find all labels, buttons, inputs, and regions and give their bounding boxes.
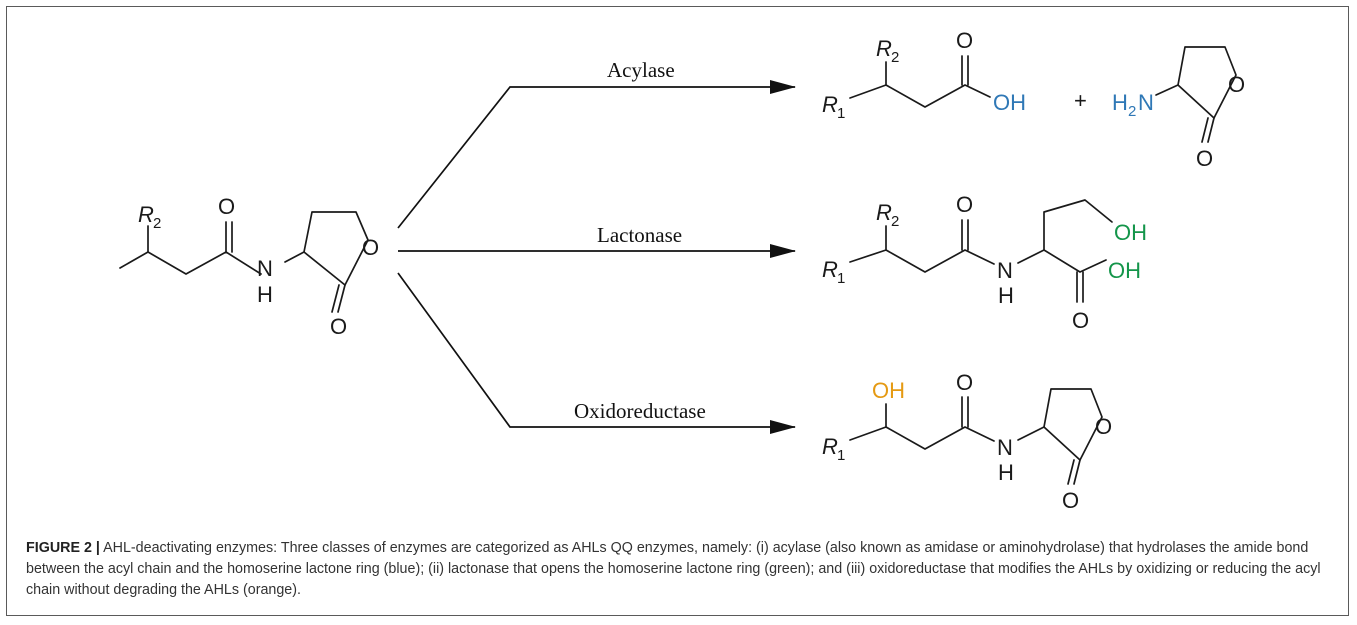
- substrate-ring-o: O: [362, 235, 379, 260]
- lac-amide-n: N: [997, 258, 1013, 283]
- figure-caption: FIGURE 2 | AHL-deactivating enzymes: Thr…: [26, 538, 1331, 601]
- oxi-r1-subscript: 1: [837, 447, 845, 464]
- acid-r2-symbol: R: [876, 36, 892, 61]
- lactonase-product: R 2 R 1 O N H OH OH O: [822, 192, 1147, 333]
- acid-r1-symbol: R: [822, 92, 838, 117]
- substrate-r2-subscript: 2: [153, 215, 161, 232]
- lactonase-label: Lactonase: [597, 223, 682, 247]
- oxidoreductase-label: Oxidoreductase: [574, 399, 706, 423]
- substrate-amide-h: H: [257, 282, 273, 307]
- substrate-r2-symbol: R: [138, 202, 154, 227]
- reaction-arrows: Acylase Lactonase Oxidoreductase: [397, 58, 796, 434]
- substrate-lactone-o: O: [330, 314, 347, 339]
- amine-ring-o: O: [1228, 72, 1245, 97]
- lac-r1-subscript: 1: [837, 270, 845, 287]
- lac-acid-carbonyl-o: O: [1072, 308, 1089, 333]
- plus-sign: +: [1074, 88, 1087, 113]
- oxi-ring-o: O: [1095, 414, 1112, 439]
- acylase-label: Acylase: [607, 58, 675, 82]
- lac-acid-oh: OH: [1108, 258, 1141, 283]
- amine-lactone-o: O: [1196, 146, 1213, 171]
- amine-h: H: [1112, 90, 1128, 115]
- oxi-amide-h: H: [998, 460, 1014, 485]
- substrate-amide-n: N: [257, 256, 273, 281]
- figure-label: FIGURE 2 |: [26, 540, 100, 556]
- oxi-carbonyl-o: O: [956, 370, 973, 395]
- lac-hydroxyl-oh: OH: [1114, 220, 1147, 245]
- oxi-r1-symbol: R: [822, 434, 838, 459]
- oxidoreductase-arrow: [397, 272, 796, 434]
- acylase-arrow: [397, 80, 796, 229]
- acid-r1-subscript: 1: [837, 105, 845, 122]
- lac-r1-symbol: R: [822, 257, 838, 282]
- figure-caption-text: AHL-deactivating enzymes: Three classes …: [26, 540, 1321, 598]
- acylase-products: R 2 R 1 O OH + H 2 N O O: [822, 28, 1245, 171]
- oxi-hydroxyl-oh: OH: [872, 378, 905, 403]
- acid-oh: OH: [993, 90, 1026, 115]
- lac-r2-subscript: 2: [891, 213, 899, 230]
- lac-r2-symbol: R: [876, 200, 892, 225]
- amine-h-subscript: 2: [1128, 103, 1136, 120]
- amine-n: N: [1138, 90, 1154, 115]
- oxi-amide-n: N: [997, 435, 1013, 460]
- figure-frame: [6, 6, 1349, 616]
- acid-r2-subscript: 2: [891, 49, 899, 66]
- oxidoreductase-product: OH R 1 O N H O O: [822, 370, 1112, 513]
- reaction-scheme: R 2 O N H O O Acylase Lactonase Oxidored…: [119, 28, 1245, 513]
- lac-carbonyl-o: O: [956, 192, 973, 217]
- oxi-lactone-o: O: [1062, 488, 1079, 513]
- substrate-carbonyl-o: O: [218, 194, 235, 219]
- lac-amide-h: H: [998, 283, 1014, 308]
- substrate-ahl: R 2 O N H O O: [119, 194, 379, 339]
- acid-carbonyl-o: O: [956, 28, 973, 53]
